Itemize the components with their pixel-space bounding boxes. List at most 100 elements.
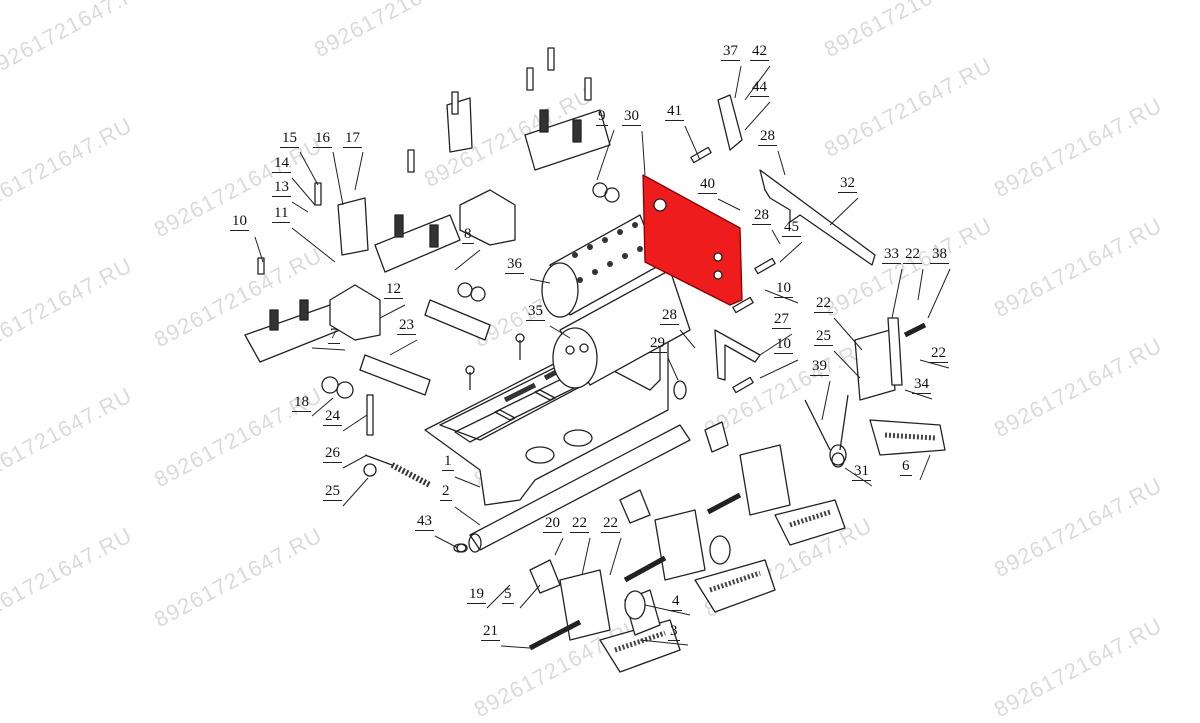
lever-part-23 (359, 354, 431, 396)
callout-number: 22 (601, 515, 620, 533)
bolt-right (706, 492, 742, 515)
callout-number: 29 (648, 335, 667, 353)
callout-part-22: 22 (814, 296, 833, 313)
callout-part-28: 28 (660, 308, 679, 325)
clip-upper (619, 489, 651, 524)
callout-number: 28 (752, 207, 771, 225)
callout-part-31: 31 (852, 464, 871, 481)
callout-number: 14 (272, 155, 291, 173)
washer-part-29 (673, 380, 687, 400)
callout-part-10: 10 (230, 214, 249, 231)
callout-number: 24 (323, 408, 342, 426)
callout-part-22: 22 (903, 247, 922, 264)
lever-upper (424, 299, 491, 341)
pedal-middle (654, 509, 776, 613)
lever-part-37 (717, 94, 743, 151)
callout-part-19: 19 (467, 587, 486, 604)
pedal-part-3 (559, 569, 681, 673)
callout-part-23: 23 (397, 318, 416, 335)
callout-part-6: 6 (900, 459, 912, 476)
callout-number: 12 (384, 281, 403, 299)
callout-number: 7 (328, 326, 340, 344)
callout-part-12: 12 (384, 282, 403, 299)
callout-part-7: 7 (328, 327, 340, 344)
callout-number: 22 (814, 295, 833, 313)
callout-part-40: 40 (698, 177, 717, 194)
callout-number: 38 (930, 246, 949, 264)
clip-part-5 (529, 559, 561, 594)
callout-part-10: 10 (774, 281, 793, 298)
callout-part-16: 16 (313, 131, 332, 148)
cover-upper (446, 97, 473, 153)
callout-part-30: 30 (622, 109, 641, 126)
bushing-part-4 (624, 590, 646, 620)
callout-number: 27 (772, 311, 791, 329)
callout-number: 10 (774, 336, 793, 354)
callout-part-29: 29 (648, 336, 667, 353)
callout-part-37: 37 (721, 44, 740, 61)
callout-part-32: 32 (838, 176, 857, 193)
leader-lines (254, 65, 951, 649)
callout-number: 30 (622, 108, 641, 126)
callout-part-28: 28 (752, 208, 771, 225)
callout-number: 43 (415, 513, 434, 531)
callout-part-24: 24 (323, 409, 342, 426)
callout-number: 21 (481, 623, 500, 641)
callout-number: 31 (852, 463, 871, 481)
highlighted-plate-part-30 (642, 174, 743, 306)
callout-part-25: 25 (323, 484, 342, 501)
callout-number: 42 (750, 43, 769, 61)
bracket-part-27 (714, 329, 761, 381)
callout-number: 41 (665, 103, 684, 121)
callout-part-28: 28 (758, 129, 777, 146)
callout-number: 22 (929, 345, 948, 363)
callout-number: 5 (502, 586, 514, 604)
callout-number: 18 (292, 394, 311, 412)
callout-part-18: 18 (292, 395, 311, 412)
callout-number: 25 (323, 483, 342, 501)
callout-part-38: 38 (930, 247, 949, 264)
callout-number: 20 (543, 515, 562, 533)
callout-part-2: 2 (440, 484, 452, 501)
callout-part-44: 44 (750, 80, 769, 97)
pin-part-38 (903, 322, 927, 338)
callout-part-10: 10 (774, 337, 793, 354)
cam-drum-part-36 (541, 214, 661, 318)
shaft-part-2 (453, 424, 691, 553)
callout-part-34: 34 (912, 377, 931, 394)
nut-part-25 (363, 463, 377, 477)
callout-number: 22 (570, 515, 589, 533)
callout-number: 2 (440, 483, 452, 501)
callout-number: 3 (668, 623, 680, 641)
callout-part-39: 39 (810, 359, 829, 376)
pedal-right (739, 444, 846, 546)
callout-part-45: 45 (782, 220, 801, 237)
spring-part-26 (390, 462, 432, 488)
callout-part-17: 17 (343, 131, 362, 148)
callout-number: 33 (882, 246, 901, 264)
callout-number: 8 (462, 226, 474, 244)
callout-part-3: 3 (668, 624, 680, 641)
roller-part-35 (552, 269, 691, 389)
callout-part-14: 14 (272, 156, 291, 173)
callout-number: 17 (343, 130, 362, 148)
callout-part-22: 22 (601, 516, 620, 533)
callout-part-25: 25 (814, 329, 833, 346)
pedal-part-6 (854, 317, 946, 456)
small-bolts (257, 47, 776, 394)
callout-part-20: 20 (543, 516, 562, 533)
callout-number: 23 (397, 317, 416, 335)
callout-number: 36 (505, 256, 524, 274)
callout-number: 45 (782, 219, 801, 237)
callout-part-5: 5 (502, 587, 514, 604)
callout-part-4: 4 (670, 594, 682, 611)
callout-number: 4 (670, 593, 682, 611)
bushing-middle (709, 535, 731, 565)
callout-number: 19 (467, 586, 486, 604)
callout-number: 44 (750, 79, 769, 97)
pin-part-24 (366, 394, 374, 436)
callout-number: 32 (838, 175, 857, 193)
callout-part-8: 8 (462, 227, 474, 244)
